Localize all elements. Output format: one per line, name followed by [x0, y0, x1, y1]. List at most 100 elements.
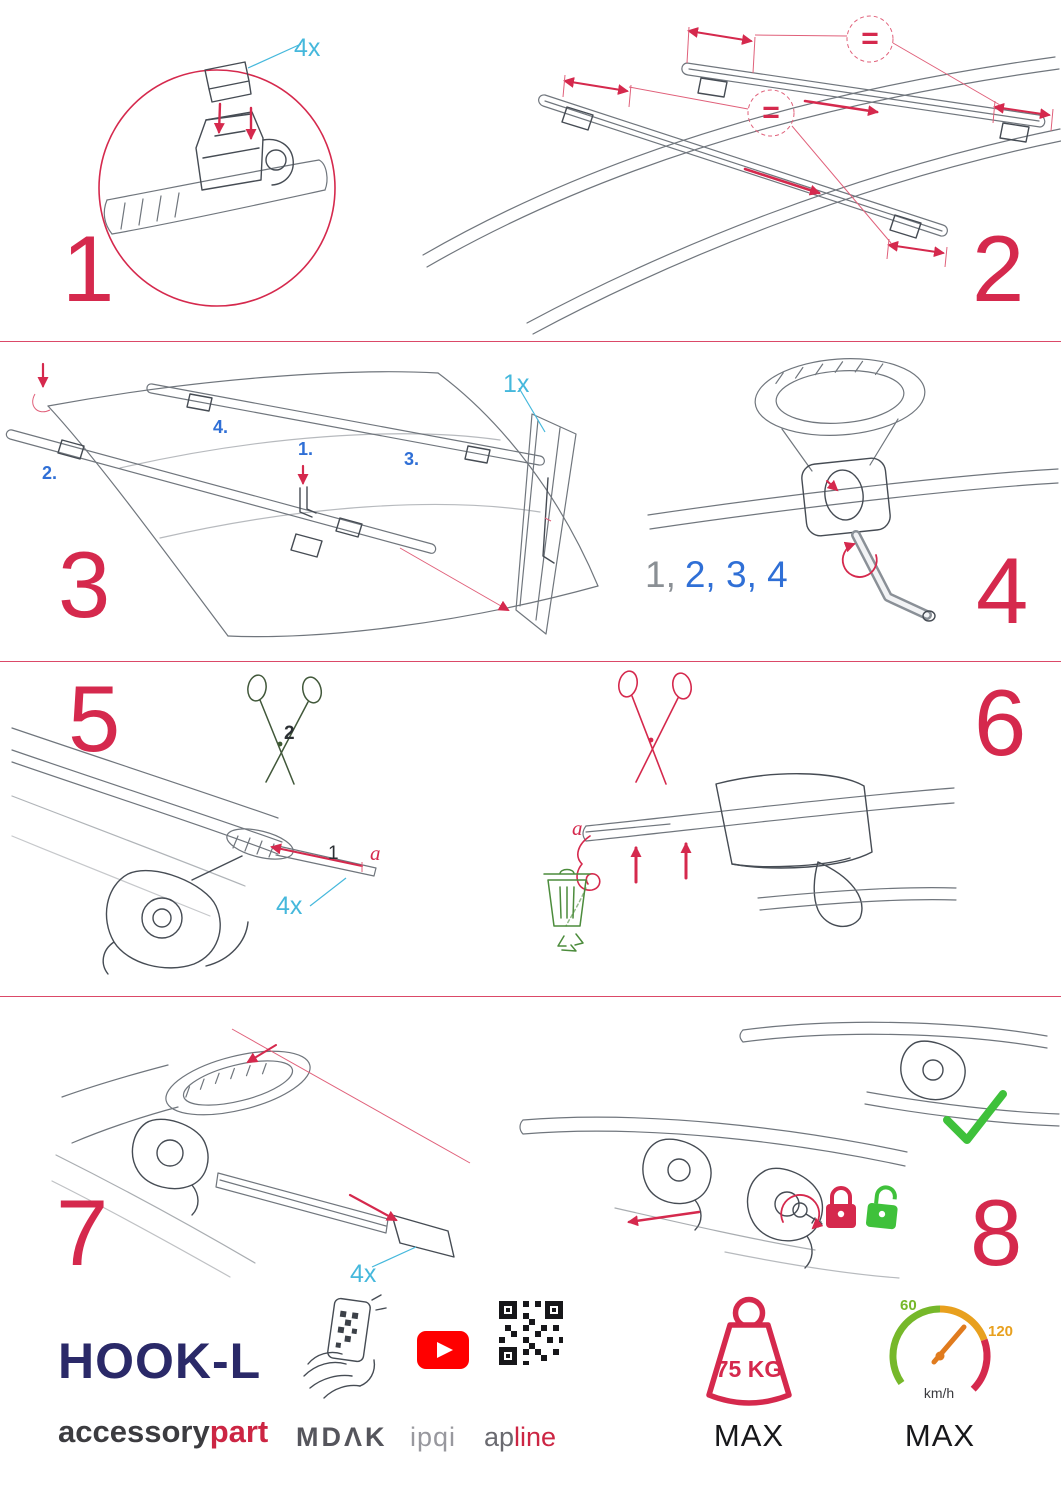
measure-arrows [562, 26, 1054, 268]
step6-illustration [543, 670, 957, 952]
rotate-arrow [841, 541, 878, 578]
step-1-number: 1 [62, 216, 114, 321]
pull-arrow [270, 843, 363, 867]
strip-offcut [576, 835, 601, 891]
mounting-feet [561, 77, 1030, 239]
foot-cover [715, 773, 957, 928]
roof-rail [55, 1154, 256, 1264]
crossbar-tube [103, 159, 328, 235]
weight-icon [706, 1296, 792, 1406]
step-3-number: 3 [58, 532, 110, 637]
qty-pointer-line [309, 877, 347, 907]
equal-spacing-marks [628, 15, 1001, 244]
rail-clamp [102, 855, 249, 975]
partner-logo-ipqi: ipqi [410, 1422, 457, 1452]
strip-ref-label: a [572, 816, 583, 840]
trash-bin-icon [543, 868, 591, 952]
crossbar-rear [146, 383, 545, 466]
brand-logo: accessorypart [58, 1416, 268, 1447]
hand [303, 1351, 376, 1399]
cut-order-label: 2 [284, 723, 295, 744]
mounting-feet [57, 393, 491, 558]
strip-sleeve [515, 413, 577, 635]
qty-label: 1x [503, 370, 530, 398]
substep-label: 4. [213, 417, 229, 437]
scissors-icon [617, 670, 693, 785]
strip-ref-label: a [370, 841, 381, 865]
brand-primary: accessory [58, 1414, 210, 1449]
clamp-body [195, 111, 294, 191]
rotate-arrow [780, 1194, 824, 1230]
insert-arrow [246, 1044, 277, 1064]
allen-key [851, 530, 936, 622]
funnel-lines [781, 418, 899, 472]
equal-sign: = [762, 96, 780, 129]
detail-circle [98, 69, 336, 307]
step3-illustration [5, 362, 599, 638]
step7-illustration [51, 1028, 471, 1278]
cap-arrow [348, 1193, 398, 1222]
apline-suffix: line [514, 1422, 557, 1452]
bar-underside [754, 358, 926, 436]
step2-illustration [422, 15, 1061, 335]
discard-path [565, 887, 587, 927]
product-name: HOOK-L [58, 1333, 262, 1389]
strip-number-label: 1 [328, 843, 339, 864]
slide-arrow [627, 1210, 701, 1227]
scissors-icon [247, 674, 323, 785]
clamp [131, 1118, 209, 1216]
step-7-number: 7 [56, 1180, 108, 1285]
roof-rail [11, 727, 283, 917]
check-icon [943, 1090, 1007, 1144]
max-load-label: MAX [713, 1418, 785, 1453]
speed-low-tick: 60 [900, 1297, 917, 1314]
qty-pointer-line [247, 43, 302, 69]
allen-key-small [297, 464, 317, 518]
strip-endcap [215, 1172, 455, 1258]
lock-open-icon [866, 1185, 898, 1230]
bar-opening [61, 1050, 311, 1144]
crossbar-rear [681, 62, 1046, 128]
clamp [801, 457, 891, 537]
crossbar [582, 787, 955, 842]
phone-qr-scan-icon [303, 1294, 387, 1399]
substep-label: 1. [298, 439, 314, 459]
insert-arrow [213, 102, 225, 134]
qty-label: 4x [294, 34, 321, 62]
bar-with-clamps [519, 1116, 908, 1279]
sequence-done: 1, [645, 554, 676, 595]
section-divider [0, 341, 1061, 342]
max-speed-label: MAX [904, 1418, 976, 1453]
step1-illustration [98, 43, 336, 307]
equal-sign: = [861, 22, 879, 55]
press-hint [32, 362, 51, 413]
car-roof [47, 371, 599, 638]
brand-accent: part [209, 1414, 269, 1449]
apline-prefix: ap [484, 1422, 515, 1452]
step-8-number: 8 [970, 1180, 1022, 1285]
step4-illustration [647, 358, 1059, 622]
qty-label: 4x [276, 892, 303, 920]
partner-logo-apline: apline [484, 1424, 556, 1451]
step8-illustration [519, 1021, 1060, 1279]
qty-label: 4x [350, 1260, 377, 1288]
substep-label: 3. [404, 449, 420, 469]
step-5-number: 5 [68, 666, 120, 771]
qr-code [497, 1299, 565, 1367]
step-6-number: 6 [974, 670, 1026, 775]
step-2-number: 2 [972, 216, 1024, 321]
qty-pointer-line [371, 1246, 417, 1268]
substep-label: 2. [42, 463, 58, 483]
speed-high-tick: 120 [988, 1323, 1014, 1340]
youtube-icon [417, 1331, 469, 1369]
strip-guide-line [231, 1028, 471, 1164]
insert-plate [204, 61, 252, 103]
slide-arrows [743, 99, 879, 196]
tighten-sequence: 1,2, 3, 4 [645, 556, 788, 593]
step5-illustration [11, 674, 377, 975]
max-load-value: 75 KG [715, 1356, 783, 1382]
roof-rails [422, 56, 1061, 335]
speed-unit: km/h [923, 1385, 955, 1401]
section-divider [0, 996, 1061, 997]
